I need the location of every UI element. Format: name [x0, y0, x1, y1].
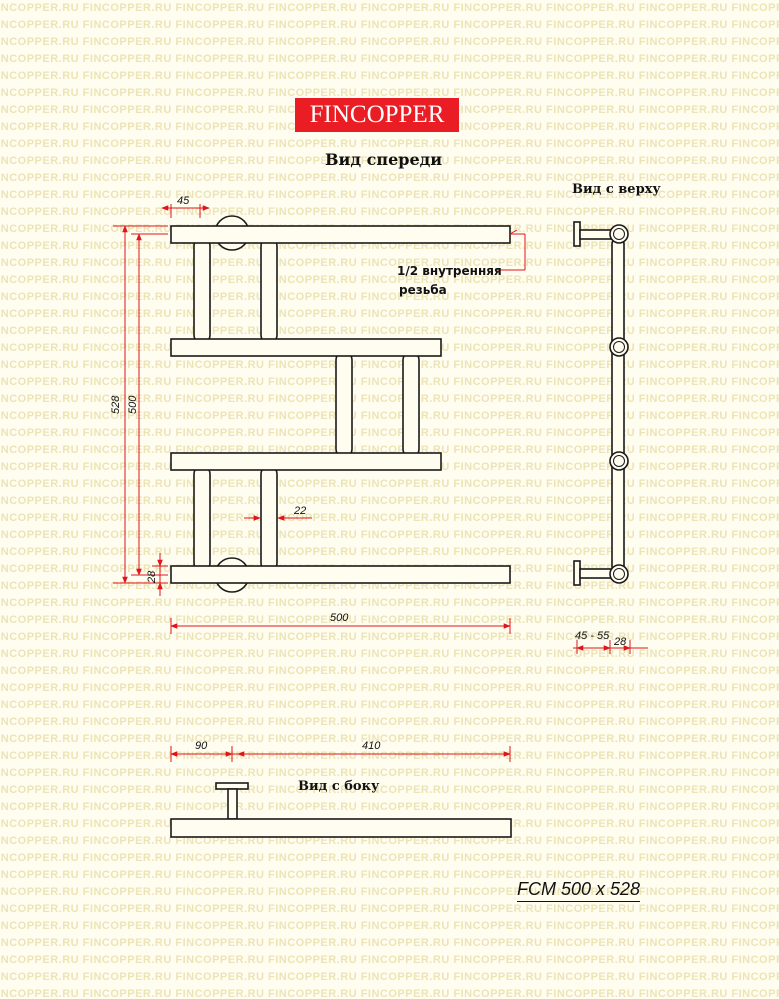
- front-dimensions: [113, 204, 511, 634]
- watermark-line: FINCOPPER.RU FINCOPPER.RU FINCOPPER.RU F…: [0, 597, 779, 609]
- side-view: [170, 782, 512, 838]
- watermark-line: FINCOPPER.RU FINCOPPER.RU FINCOPPER.RU F…: [0, 631, 779, 643]
- dim-side-length: 410: [362, 740, 381, 752]
- watermark-line: FINCOPPER.RU FINCOPPER.RU FINCOPPER.RU F…: [0, 988, 779, 999]
- bar-end: [609, 224, 629, 244]
- watermark-line: FINCOPPER.RU FINCOPPER.RU FINCOPPER.RU F…: [0, 869, 779, 881]
- watermark-line: FINCOPPER.RU FINCOPPER.RU FINCOPPER.RU F…: [0, 87, 779, 99]
- thread-note-line1: 1/2 внутренняя: [397, 264, 502, 278]
- watermark-line: FINCOPPER.RU FINCOPPER.RU FINCOPPER.RU F…: [0, 172, 779, 184]
- dim-side-offset: 90: [195, 740, 208, 752]
- watermark-line: FINCOPPER.RU FINCOPPER.RU FINCOPPER.RU F…: [0, 852, 779, 864]
- watermark-line: FINCOPPER.RU FINCOPPER.RU FINCOPPER.RU F…: [0, 376, 779, 388]
- dim-bottom-offset: 28: [146, 570, 158, 583]
- watermark-line: FINCOPPER.RU FINCOPPER.RU FINCOPPER.RU F…: [0, 733, 779, 745]
- front-view-title: Вид спереди: [325, 150, 443, 169]
- watermark-line: FINCOPPER.RU FINCOPPER.RU FINCOPPER.RU F…: [0, 648, 779, 660]
- riser: [402, 351, 420, 458]
- bar-end: [609, 564, 629, 584]
- dim-pipe-diameter: 22: [294, 505, 307, 517]
- top-view-title: Вид с верху: [572, 182, 661, 197]
- model-label: FCM 500 x 528: [517, 879, 641, 902]
- thread-leader: [497, 229, 526, 271]
- top-view: [573, 221, 629, 586]
- watermark-line: FINCOPPER.RU FINCOPPER.RU FINCOPPER.RU F…: [0, 359, 779, 371]
- watermark-line: FINCOPPER.RU FINCOPPER.RU FINCOPPER.RU F…: [0, 920, 779, 932]
- watermark-line: FINCOPPER.RU FINCOPPER.RU FINCOPPER.RU F…: [0, 614, 779, 626]
- watermark-line: FINCOPPER.RU FINCOPPER.RU FINCOPPER.RU F…: [0, 665, 779, 677]
- watermark-line: FINCOPPER.RU FINCOPPER.RU FINCOPPER.RU F…: [0, 393, 779, 405]
- vertical-tube: [611, 237, 625, 574]
- watermark-line: FINCOPPER.RU FINCOPPER.RU FINCOPPER.RU F…: [0, 937, 779, 949]
- watermark-line: FINCOPPER.RU FINCOPPER.RU FINCOPPER.RU F…: [0, 155, 779, 167]
- riser: [193, 465, 211, 572]
- horizontal-bar: [170, 452, 442, 471]
- watermark-line: FINCOPPER.RU FINCOPPER.RU FINCOPPER.RU F…: [0, 70, 779, 82]
- side-bar: [170, 818, 512, 838]
- top-dimensions: [573, 640, 648, 654]
- dim-tube-depth: 28: [614, 636, 627, 648]
- dim-total-height: 528: [110, 395, 122, 414]
- watermark-line: FINCOPPER.RU FINCOPPER.RU FINCOPPER.RU F…: [0, 886, 779, 898]
- riser: [335, 351, 353, 458]
- riser: [260, 237, 278, 344]
- watermark-line: FINCOPPER.RU FINCOPPER.RU FINCOPPER.RU F…: [0, 716, 779, 728]
- side-view-title: Вид с боку: [298, 779, 380, 794]
- thread-note-line2: резьба: [399, 283, 447, 297]
- mount-stem: [579, 229, 615, 240]
- watermark-line: FINCOPPER.RU FINCOPPER.RU FINCOPPER.RU F…: [0, 427, 779, 439]
- watermark-line: FINCOPPER.RU FINCOPPER.RU FINCOPPER.RU F…: [0, 903, 779, 915]
- mount-plate: [215, 782, 249, 790]
- watermark-line: FINCOPPER.RU FINCOPPER.RU FINCOPPER.RU F…: [0, 2, 779, 14]
- dim-wall-distance: 45 - 55: [575, 630, 610, 642]
- watermark-line: FINCOPPER.RU FINCOPPER.RU FINCOPPER.RU F…: [0, 784, 779, 796]
- watermark-line: FINCOPPER.RU FINCOPPER.RU FINCOPPER.RU F…: [0, 767, 779, 779]
- mount-plate: [573, 221, 581, 247]
- thread-note: 1/2 внутренняя резьба: [397, 262, 502, 300]
- watermark-line: FINCOPPER.RU FINCOPPER.RU FINCOPPER.RU F…: [0, 971, 779, 983]
- side-dimensions: [170, 746, 511, 762]
- mount-stem: [227, 788, 238, 820]
- dim-top-offset: 45: [177, 195, 190, 207]
- mount-stem: [579, 568, 615, 579]
- bar-end: [609, 451, 629, 471]
- watermark-line: FINCOPPER.RU FINCOPPER.RU FINCOPPER.RU F…: [0, 835, 779, 847]
- watermark-line: FINCOPPER.RU FINCOPPER.RU FINCOPPER.RU F…: [0, 954, 779, 966]
- watermark-line: FINCOPPER.RU FINCOPPER.RU FINCOPPER.RU F…: [0, 36, 779, 48]
- brand-logo: FINCOPPER: [295, 98, 459, 132]
- watermark-line: FINCOPPER.RU FINCOPPER.RU FINCOPPER.RU F…: [0, 19, 779, 31]
- watermark-line: FINCOPPER.RU FINCOPPER.RU FINCOPPER.RU F…: [0, 189, 779, 201]
- watermark-line: FINCOPPER.RU FINCOPPER.RU FINCOPPER.RU F…: [0, 801, 779, 813]
- dim-axis-height: 500: [127, 395, 139, 414]
- watermark-line: FINCOPPER.RU FINCOPPER.RU FINCOPPER.RU F…: [0, 682, 779, 694]
- riser: [193, 237, 211, 344]
- watermark-line: FINCOPPER.RU FINCOPPER.RU FINCOPPER.RU F…: [0, 410, 779, 422]
- watermark-line: FINCOPPER.RU FINCOPPER.RU FINCOPPER.RU F…: [0, 699, 779, 711]
- mount-plate: [573, 560, 581, 586]
- horizontal-bar: [170, 565, 511, 584]
- watermark-line: FINCOPPER.RU FINCOPPER.RU FINCOPPER.RU F…: [0, 138, 779, 150]
- dim-width: 500: [330, 612, 349, 624]
- horizontal-bar: [170, 338, 442, 357]
- horizontal-bar: [170, 225, 511, 244]
- riser: [260, 465, 278, 572]
- watermark-line: FINCOPPER.RU FINCOPPER.RU FINCOPPER.RU F…: [0, 53, 779, 65]
- bar-end: [609, 337, 629, 357]
